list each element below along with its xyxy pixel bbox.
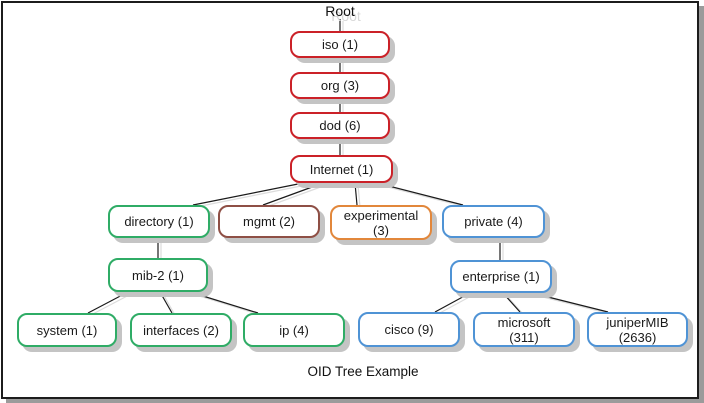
node-interfaces: interfaces (2) bbox=[130, 313, 232, 347]
tree-edge bbox=[189, 291, 259, 314]
node-directory: directory (1) bbox=[108, 205, 210, 238]
node-mib-2: mib-2 (1) bbox=[108, 258, 208, 292]
tree-edge bbox=[262, 182, 324, 206]
node-label: (2636) bbox=[618, 329, 657, 345]
node-label: cisco (9) bbox=[384, 322, 434, 337]
node-label: iso (1) bbox=[321, 37, 359, 52]
node-label: system (1) bbox=[36, 322, 98, 338]
node-label: org (3) bbox=[320, 78, 360, 93]
node-label: interfaces (2) bbox=[143, 322, 219, 338]
node-label: (3) bbox=[373, 222, 389, 238]
tree-edge bbox=[434, 292, 471, 313]
node-label: mgmt (2) bbox=[243, 214, 295, 229]
node-enterprise: enterprise (1) bbox=[450, 260, 552, 293]
tree-edge bbox=[192, 182, 304, 206]
node-system: system (1) bbox=[17, 313, 117, 347]
node-org: org (3) bbox=[290, 72, 390, 99]
node-label: ip (4) bbox=[279, 322, 309, 338]
node-label: mib-2 (1) bbox=[131, 267, 184, 283]
node-label: experimental bbox=[343, 207, 419, 223]
diagram-caption: OID Tree Example bbox=[307, 364, 419, 379]
node-cisco: cisco (9) bbox=[358, 312, 460, 347]
tree-edge bbox=[531, 292, 609, 313]
tree-edge bbox=[354, 182, 358, 206]
node-label: microsoft bbox=[497, 314, 551, 330]
node-label: Internet (1) bbox=[309, 161, 374, 177]
node-junipermib: juniperMIB(2636) bbox=[587, 312, 688, 347]
node-experimental: experimental(3) bbox=[330, 205, 432, 240]
tree-edge bbox=[87, 291, 129, 314]
node-microsoft: microsoft(311) bbox=[473, 312, 575, 347]
node-internet: Internet (1) bbox=[290, 155, 393, 183]
node-private: private (4) bbox=[442, 205, 545, 238]
node-label: private (4) bbox=[464, 214, 523, 229]
node-label: dod (6) bbox=[319, 118, 361, 133]
node-label: juniperMIB bbox=[606, 314, 669, 330]
tree-edge bbox=[159, 291, 173, 314]
node-mgmt: mgmt (2) bbox=[218, 205, 320, 238]
root-label: Root bbox=[325, 3, 355, 19]
node-dod: dod (6) bbox=[290, 112, 390, 139]
node-label: (311) bbox=[509, 329, 539, 345]
node-label: enterprise (1) bbox=[462, 269, 540, 284]
node-iso: iso (1) bbox=[290, 31, 390, 58]
node-ip: ip (4) bbox=[243, 313, 345, 347]
tree-edge bbox=[376, 182, 464, 206]
tree-edge bbox=[502, 292, 521, 313]
node-label: directory (1) bbox=[124, 214, 194, 229]
